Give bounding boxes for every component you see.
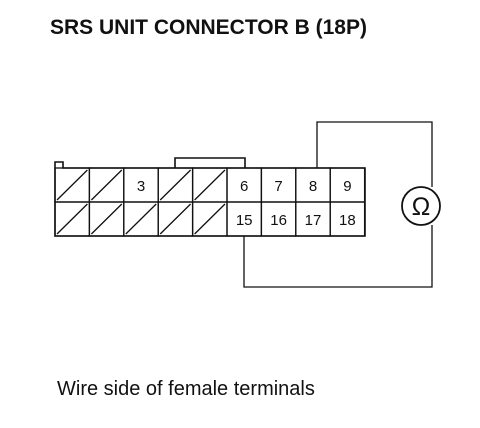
ohm-symbol-icon: Ω — [412, 193, 431, 221]
connector-latch — [174, 157, 246, 168]
unused-terminal-mark — [194, 169, 226, 201]
terminal-number: 3 — [137, 178, 145, 195]
unused-terminal-mark — [56, 169, 88, 201]
unused-terminal-mark — [90, 203, 123, 235]
meter-lead-lower — [243, 225, 433, 288]
unused-terminal-mark — [90, 169, 123, 201]
terminal-number: 15 — [236, 212, 253, 229]
ohmmeter — [401, 186, 441, 226]
meter-lead-upper — [316, 121, 433, 187]
diagram-title: SRS UNIT CONNECTOR B (18P) — [50, 16, 367, 39]
unused-terminal-mark — [159, 169, 192, 201]
unused-terminal-mark — [56, 203, 88, 235]
terminal-grid: 3 6 7 8 9 15 16 17 18 — [54, 167, 366, 237]
caption: Wire side of female terminals — [57, 378, 315, 400]
terminal-number: 6 — [240, 178, 248, 195]
unused-terminal-mark — [125, 203, 157, 235]
terminal-number: 18 — [339, 212, 356, 229]
terminal-number: 9 — [343, 178, 351, 195]
terminal-number: 17 — [305, 212, 322, 229]
terminal-number: 8 — [309, 178, 317, 195]
terminal-number: 16 — [270, 212, 287, 229]
unused-terminal-mark — [159, 203, 192, 235]
terminal-number: 7 — [274, 178, 282, 195]
terminal-cell — [329, 201, 366, 237]
unused-terminal-mark — [194, 203, 226, 235]
